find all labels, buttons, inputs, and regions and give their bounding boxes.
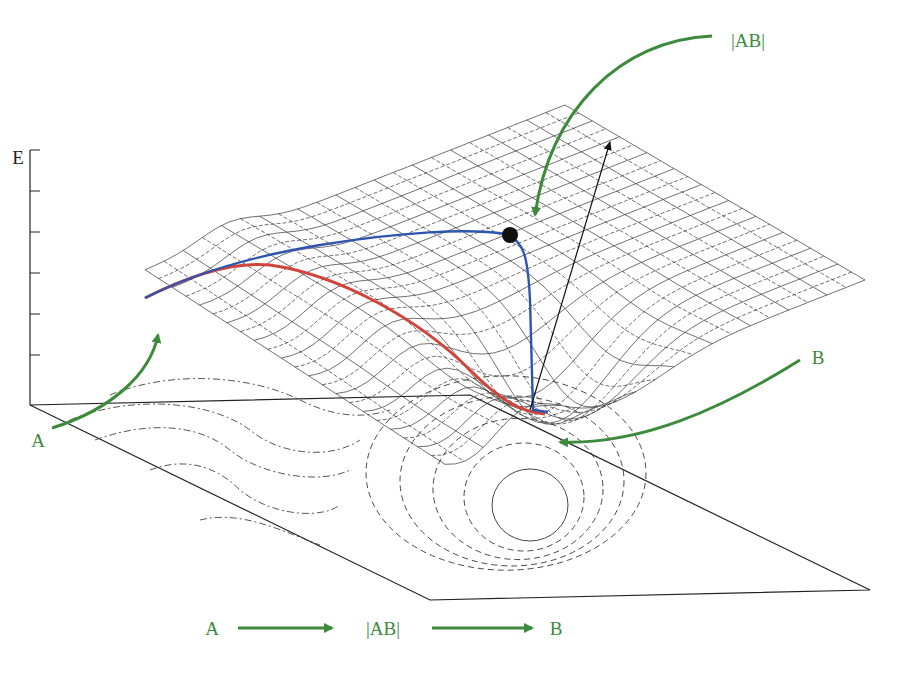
mesh-line [404, 256, 824, 438]
base-plane [30, 395, 870, 600]
mesh-line [241, 161, 661, 332]
mesh-line [565, 105, 865, 280]
reaction-path [145, 231, 548, 412]
contour-line [150, 464, 340, 514]
energy-axis [29, 150, 30, 405]
axis-tick [30, 191, 40, 192]
mesh-line [470, 143, 770, 318]
mesh-line [418, 264, 838, 447]
axis-label: E [10, 147, 26, 168]
contour-line [200, 517, 320, 545]
contour-line [70, 404, 360, 452]
axis-tick [30, 273, 40, 274]
mesh-line [445, 280, 865, 464]
mesh-line [391, 248, 811, 429]
contour-line [110, 379, 390, 416]
mesh-line [374, 180, 674, 367]
state-label: |AB| [364, 618, 402, 639]
mesh-line [186, 129, 606, 296]
contour-line [433, 418, 603, 559]
mesh-line [412, 165, 712, 344]
transition-state-dot [502, 227, 518, 243]
flow-arrow [432, 627, 532, 630]
mesh-line [431, 158, 731, 335]
mesh-line [281, 185, 701, 359]
reaction-path [145, 264, 545, 414]
leader-arrow [535, 36, 712, 215]
mesh-line [377, 240, 797, 420]
mesh-line [489, 135, 789, 310]
axis-tick [30, 355, 40, 356]
leader-arrow [52, 335, 158, 428]
state-label: |AB| [729, 30, 767, 51]
contour-line [95, 428, 350, 477]
mesh-line [431, 272, 851, 456]
mesh-line [451, 150, 751, 326]
state-label: A [29, 430, 47, 451]
contour-line [492, 469, 568, 541]
mesh-line [268, 177, 688, 350]
mesh-line [213, 145, 633, 314]
mesh-line [227, 153, 647, 323]
contour-line [366, 376, 646, 570]
axis-tick [30, 314, 40, 315]
flow-arrow [238, 627, 332, 630]
mesh-line [546, 113, 846, 288]
contour-line [400, 396, 624, 566]
axis-tick [30, 150, 40, 151]
state-label: A [203, 618, 221, 639]
state-label: B [810, 347, 827, 368]
axis-tick [30, 232, 40, 233]
state-label: B [548, 618, 565, 639]
mesh-line [336, 195, 636, 407]
mesh-line [295, 193, 715, 368]
mesh-line [145, 105, 565, 270]
mesh-line [200, 137, 620, 305]
leader-arrow [560, 360, 800, 442]
mesh-line [183, 250, 483, 447]
mesh-line [393, 173, 693, 355]
mesh-line [350, 224, 770, 402]
contour-line [464, 443, 584, 551]
mesh-line [221, 226, 521, 410]
mesh-line [363, 232, 783, 411]
